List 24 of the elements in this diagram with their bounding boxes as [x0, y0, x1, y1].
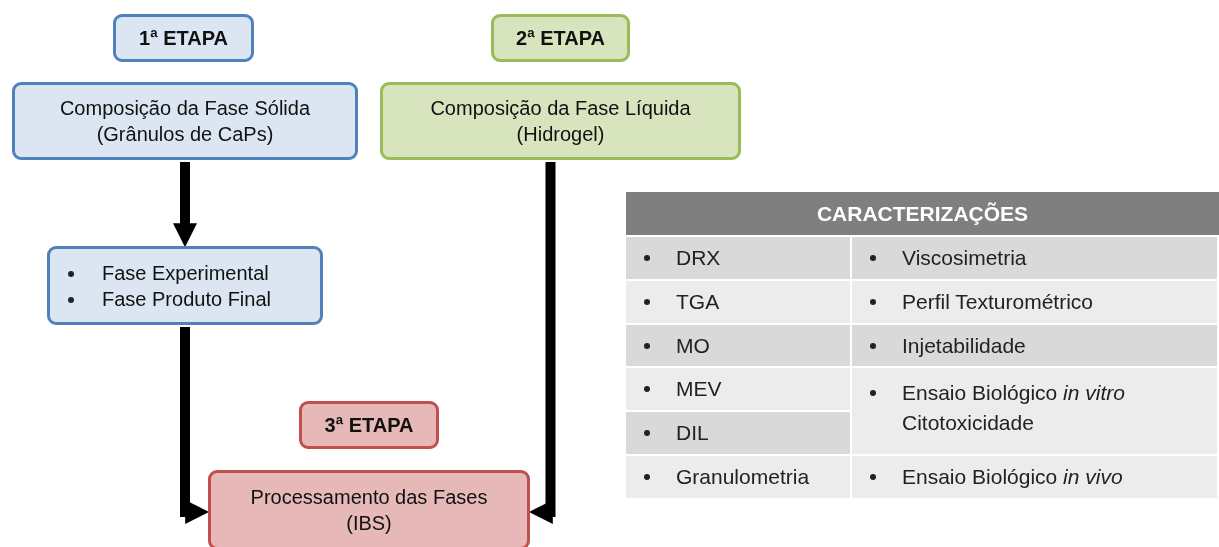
cell-text: Viscosimetria: [902, 246, 1027, 270]
cell-text: DIL: [676, 421, 709, 445]
cell-text: Ensaio Biológico in vivo: [902, 465, 1123, 489]
list-item: Fase Produto Final: [102, 287, 271, 310]
process-box: Composição da Fase Sólida (Grânulos de CaPs): [12, 82, 358, 160]
arrow: [528, 162, 556, 524]
stage-box: 3ª ETAPA: [299, 401, 439, 449]
cell-text: MO: [676, 333, 710, 358]
list-box: [47, 246, 323, 325]
cell-text: MEV: [676, 377, 722, 401]
process-box: Composição da Fase Líquida (Hidrogel): [380, 82, 741, 160]
stage-box: 1ª ETAPA: [113, 14, 254, 62]
cell-text: Perfil Texturométrico: [902, 290, 1093, 314]
arrow: [173, 162, 197, 248]
cell-text: Injetabilidade: [902, 333, 1026, 358]
cell-text: Granulometria: [676, 465, 810, 489]
stage-box: 2ª ETAPA: [491, 14, 630, 62]
arrow: [180, 327, 210, 524]
header-text: CARACTERIZAÇÕES: [816, 201, 1029, 226]
cell-text: Ensaio Biológico in vitro Citotoxicidade: [902, 380, 1126, 436]
list-item: Fase Experimental: [102, 261, 269, 284]
cell-text: TGA: [676, 290, 720, 314]
cell-text: DRX: [676, 246, 721, 270]
process-box: Processamento das Fases (IBS): [208, 470, 530, 547]
